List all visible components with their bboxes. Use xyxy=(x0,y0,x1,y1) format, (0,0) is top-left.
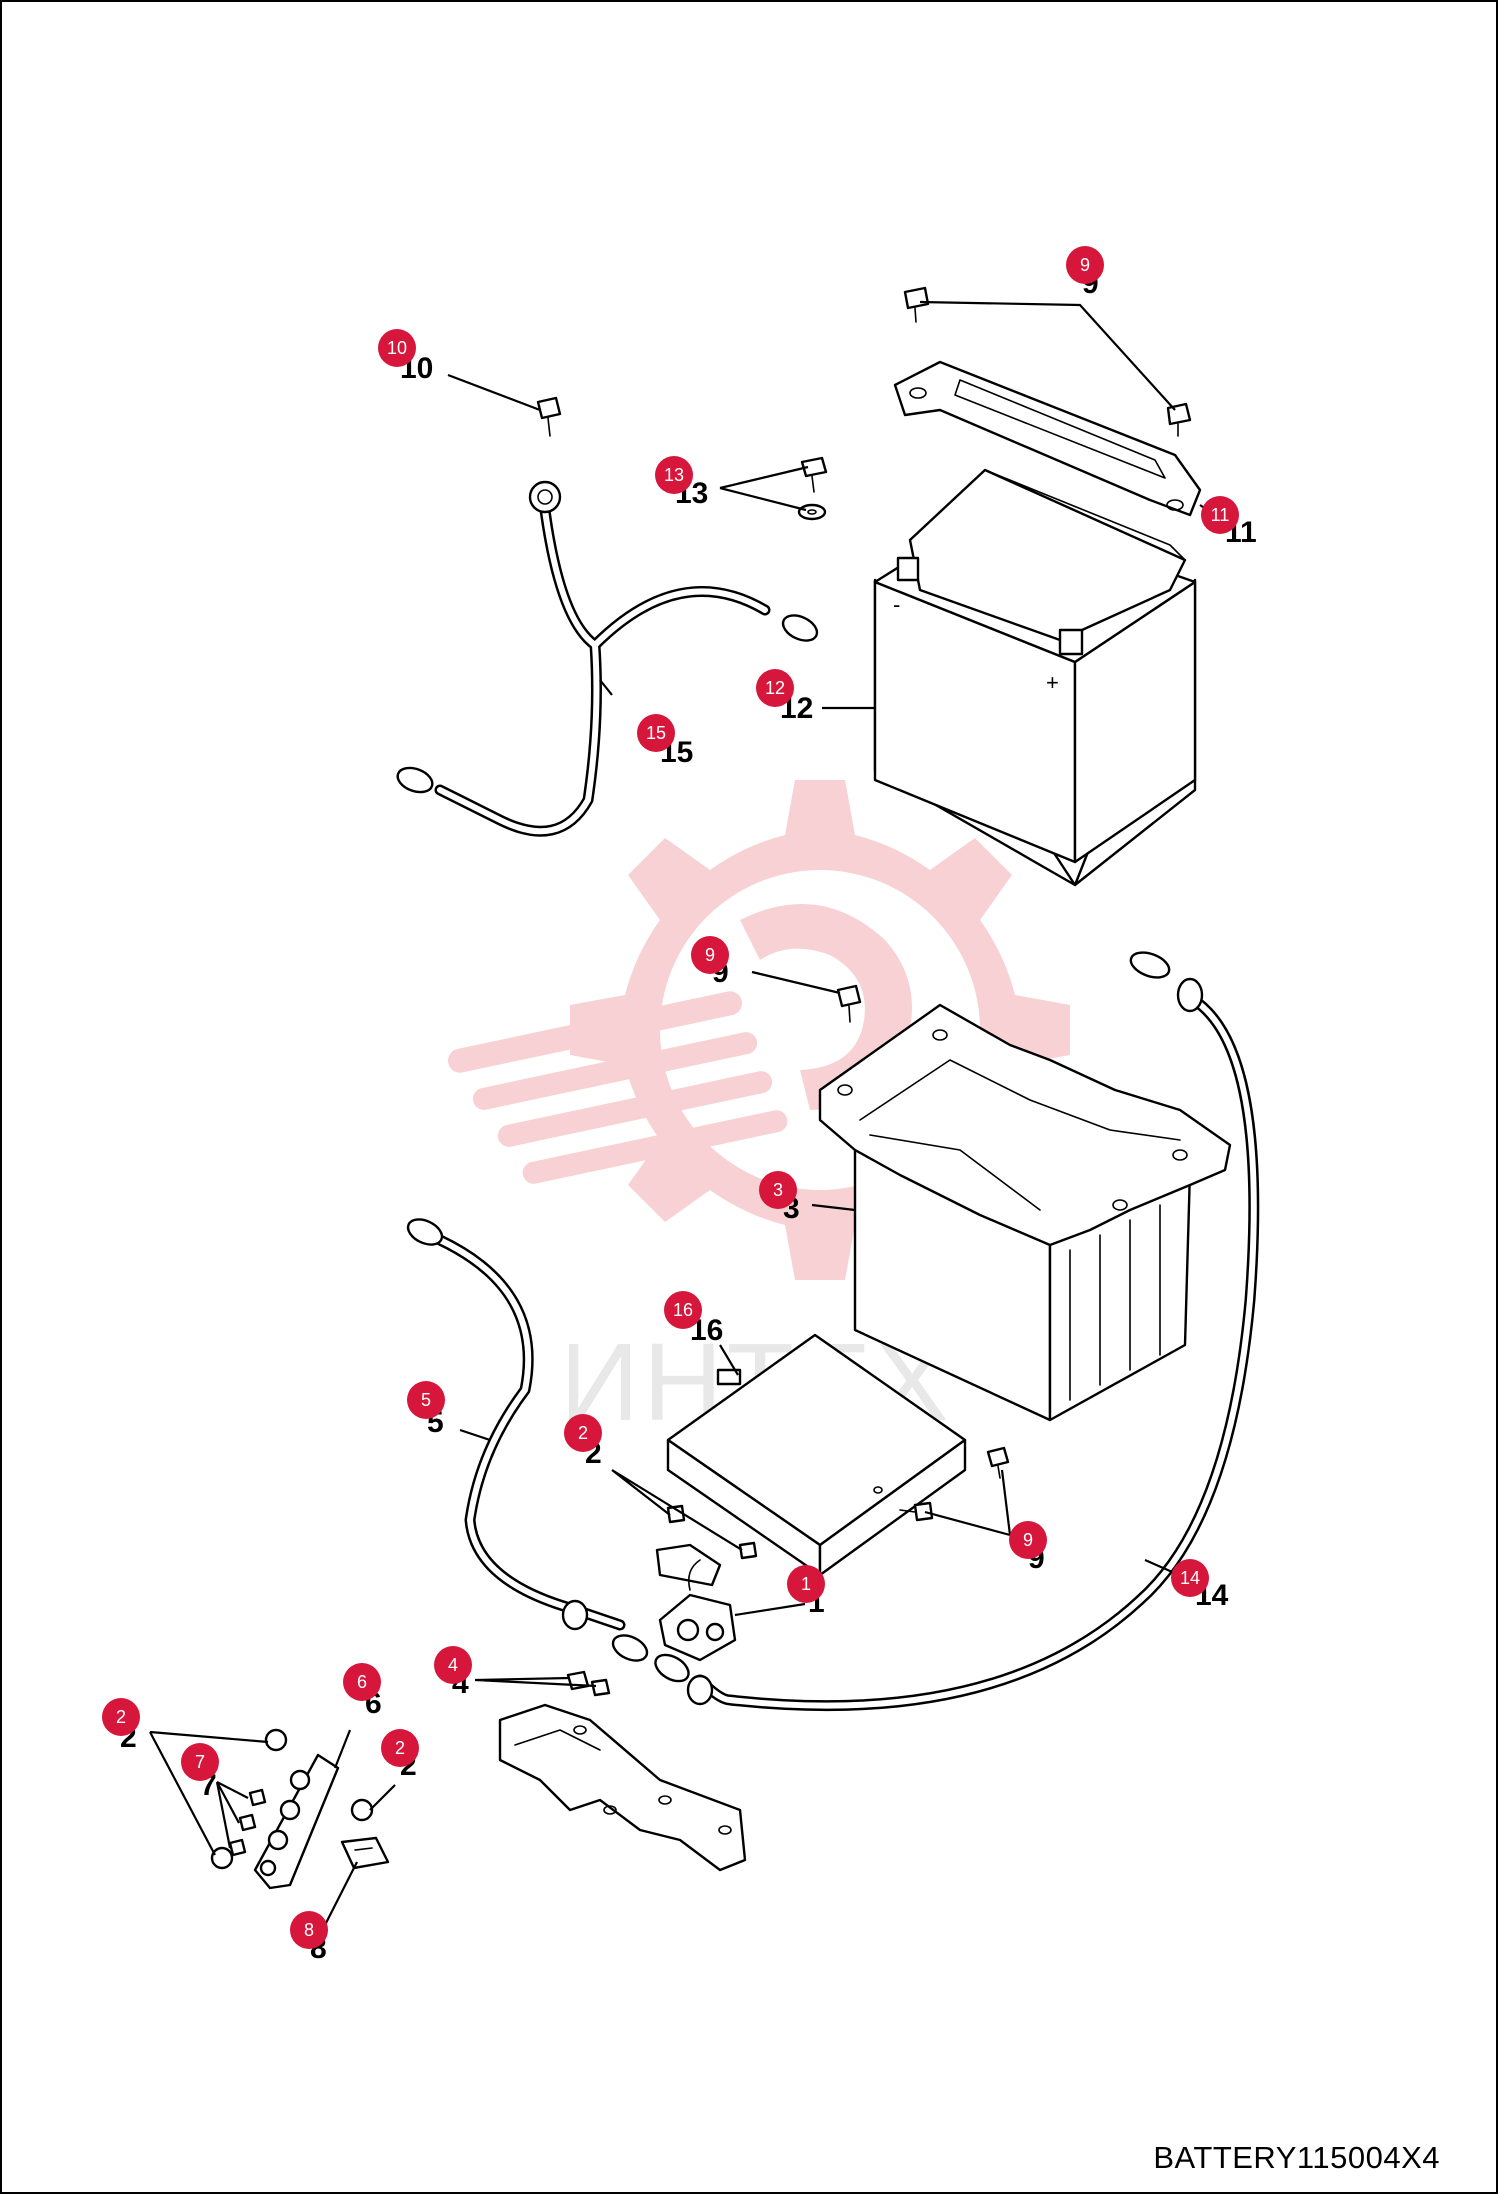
battery-tray xyxy=(666,1333,967,1577)
callout-label: 16 xyxy=(673,1300,693,1320)
callout-7[interactable]: 7 xyxy=(181,1743,219,1781)
callout-9-top[interactable]: 9 xyxy=(1066,246,1104,284)
terminal-block xyxy=(210,1728,374,1890)
callout-16[interactable]: 16 xyxy=(664,1291,702,1329)
callout-label: 15 xyxy=(646,723,666,743)
starter-cable xyxy=(406,1218,649,1662)
callout-label: 5 xyxy=(421,1390,431,1410)
callout-6[interactable]: 6 xyxy=(343,1663,381,1701)
battery: - + xyxy=(873,468,1197,887)
callout-12[interactable]: 12 xyxy=(756,669,794,707)
leader-lines xyxy=(149,300,1223,1926)
callout-11[interactable]: 11 xyxy=(1201,496,1239,534)
negative-terminal-mark: - xyxy=(893,592,900,617)
callout-label: 11 xyxy=(1211,505,1230,525)
callout-label: 12 xyxy=(765,678,785,698)
mounting-bracket xyxy=(498,1670,747,1872)
callout-10[interactable]: 10 xyxy=(378,329,416,367)
cable-bolt xyxy=(536,396,562,437)
callout-label: 14 xyxy=(1180,1568,1200,1588)
positive-cable xyxy=(396,480,819,837)
callout-3[interactable]: 3 xyxy=(759,1171,797,1209)
callout-label: 9 xyxy=(705,945,715,965)
callout-label: 10 xyxy=(387,338,407,358)
positive-terminal-mark: + xyxy=(1046,670,1059,695)
callout-9-low[interactable]: 9 xyxy=(1009,1521,1047,1559)
callout-label: 4 xyxy=(448,1655,458,1675)
callout-label: 1 xyxy=(801,1574,811,1594)
callout-1[interactable]: 1 xyxy=(787,1565,825,1603)
callout-label: 3 xyxy=(773,1180,783,1200)
callout-4[interactable]: 4 xyxy=(434,1646,472,1684)
callout-14[interactable]: 14 xyxy=(1171,1559,1209,1597)
callout-label: 8 xyxy=(304,1920,314,1940)
callout-label: 6 xyxy=(357,1672,367,1692)
battery-hold-down-bracket xyxy=(893,360,1202,517)
callout-label: 7 xyxy=(195,1752,205,1772)
callout-5[interactable]: 5 xyxy=(407,1381,445,1419)
battery-box xyxy=(818,1003,1232,1422)
callout-13[interactable]: 13 xyxy=(655,456,693,494)
terminal-clip xyxy=(340,1836,390,1870)
callout-label: 9 xyxy=(1023,1530,1033,1550)
terminal-bolt-and-washer xyxy=(797,456,828,521)
callout-8[interactable]: 8 xyxy=(290,1911,328,1949)
callout-9-mid[interactable]: 9 xyxy=(691,936,729,974)
callout-15[interactable]: 15 xyxy=(637,714,675,752)
diagram-reference-code: BATTERY115004X4 xyxy=(1153,2140,1440,2175)
box-bolts xyxy=(836,984,1010,1522)
ground-cable xyxy=(654,951,1260,1712)
callout-label: 13 xyxy=(664,465,684,485)
callout-2-mid[interactable]: 2 xyxy=(564,1414,602,1452)
starter-solenoid xyxy=(655,1504,758,1662)
callout-2-right[interactable]: 2 xyxy=(381,1729,419,1767)
callout-label: 2 xyxy=(395,1738,405,1758)
callout-label: 2 xyxy=(578,1423,588,1443)
callout-2-left[interactable]: 2 xyxy=(102,1698,140,1736)
callout-label: 2 xyxy=(116,1707,126,1727)
callout-label: 9 xyxy=(1080,255,1090,275)
